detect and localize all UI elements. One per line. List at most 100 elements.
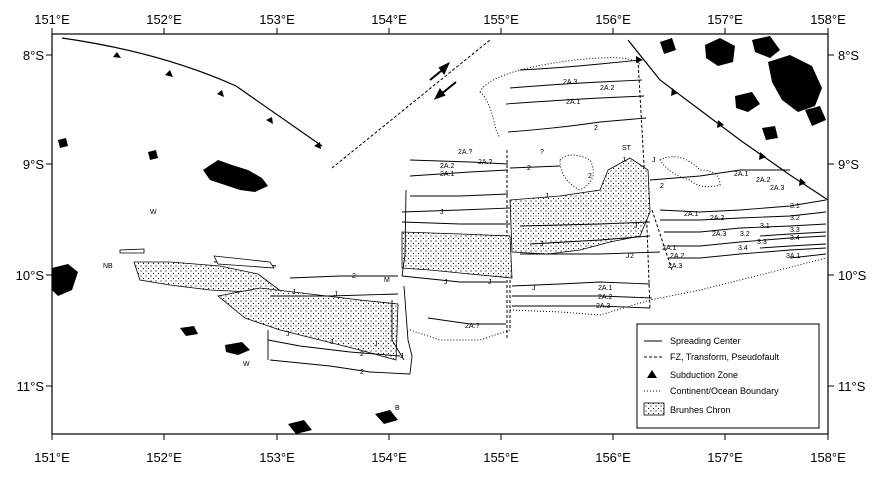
island-east-6	[660, 38, 676, 54]
y-tick-right-8: 8°S	[838, 48, 859, 63]
mag-east-4: 2A.1	[684, 211, 699, 218]
mag-east-7: 2A.1	[662, 245, 677, 252]
legend-label-subduction: Subduction Zone	[670, 370, 738, 380]
land-masses	[52, 36, 826, 434]
mag-far-east-9: 3A.1	[786, 253, 801, 260]
mag-far-east-7: 3.3	[757, 239, 767, 246]
y-tick-right-10: 10°S	[838, 268, 867, 283]
x-axis-bottom: 151°E 152°E 153°E 154°E 155°E 156°E 157°…	[34, 450, 846, 465]
mag-upper-q: ?	[540, 149, 544, 156]
island-sw-3	[180, 326, 198, 336]
brunhes-central-east	[509, 157, 651, 255]
island-sw-1	[52, 264, 78, 296]
y-tick-left-11: 11°S	[17, 379, 45, 394]
mag-mid-6: J	[545, 193, 549, 200]
place-label-w2: W	[243, 361, 250, 368]
subduction-zone-nw	[61, 37, 323, 149]
x-tick-top-157: 157°E	[707, 12, 743, 27]
mag-south-4: 2	[630, 253, 634, 260]
tick-marks	[46, 28, 834, 440]
mag-mid-2: 2A.2	[440, 163, 455, 170]
x-tick-bottom-151: 151°E	[34, 450, 70, 465]
transform-arrows	[429, 61, 457, 100]
island-east-3	[735, 92, 760, 112]
y-tick-left-9: 9°S	[23, 157, 44, 172]
mag-east-11: J	[634, 223, 638, 230]
x-axis-top: 151°E 152°E 153°E 154°E 155°E 156°E 157°…	[34, 12, 846, 27]
island-sw-2	[225, 342, 250, 355]
mag-west-9: J	[374, 341, 378, 348]
brunhes-central	[401, 231, 513, 279]
brunhes-regions	[133, 157, 651, 361]
y-axis-right: 8°S 9°S 10°S 11°S	[838, 48, 867, 394]
mag-west-5: J	[330, 339, 334, 346]
mag-far-east-5: 3.1	[760, 223, 770, 230]
mag-mid-7: J	[622, 157, 626, 164]
x-tick-bottom-157: 157°E	[707, 450, 743, 465]
island-east-4	[762, 126, 778, 140]
place-label-w1: W	[236, 175, 243, 182]
x-tick-top-158: 158°E	[810, 12, 846, 27]
mag-mid-5: 2	[527, 165, 531, 172]
mag-east-2: 2A.2	[756, 177, 771, 184]
island-east-1	[705, 38, 735, 66]
place-labels: W NB W ST M W B	[103, 145, 632, 412]
mag-west-8: J	[400, 353, 404, 360]
place-label-nb: NB	[103, 263, 113, 270]
legend-label-fz: FZ, Transform, Pseudofault	[670, 352, 780, 362]
continent-ocean-boundary	[409, 57, 827, 341]
stipple-swatch	[643, 402, 665, 416]
map-frame	[51, 33, 829, 435]
mag-far-east-6: 3.2	[740, 231, 750, 238]
mag-west-2: J	[292, 289, 296, 296]
mag-upper-2: 2	[594, 125, 598, 132]
island-woodlark	[203, 160, 268, 192]
coast-east-upper	[752, 36, 780, 58]
mag-far-east-2: 3.2	[790, 215, 800, 222]
mag-east-6: 2A.3	[712, 231, 727, 238]
mag-east-1: 2A.1	[734, 171, 749, 178]
mag-south-3: 2A.3	[596, 303, 611, 310]
legend: Spreading Center FZ, Transform, Pseudofa…	[636, 323, 820, 429]
mag-mid-10: J	[440, 209, 444, 216]
island-small-1	[148, 150, 158, 160]
x-tick-bottom-154: 154°E	[371, 450, 407, 465]
y-tick-left-8: 8°S	[23, 48, 44, 63]
mag-west-12: J	[532, 285, 536, 292]
x-tick-bottom-158: 158°E	[810, 450, 846, 465]
place-label-m: M	[384, 277, 390, 284]
mag-west-1: 2	[352, 273, 356, 280]
triangle-icon	[647, 370, 657, 378]
island-small-2	[58, 138, 68, 148]
x-tick-top-153: 153°E	[259, 12, 295, 27]
mag-far-east-3: 3.3	[790, 227, 800, 234]
mag-mid-1: 2A.?	[458, 149, 473, 156]
mag-mid-9: 2	[588, 173, 592, 180]
x-tick-bottom-155: 155°E	[483, 450, 519, 465]
island-sw-5	[375, 410, 398, 424]
x-tick-top-156: 156°E	[595, 12, 631, 27]
mag-far-east-1: 3.1	[790, 203, 800, 210]
mag-east-8: 2A.2	[670, 253, 685, 260]
mag-mid-11: J	[444, 279, 448, 286]
y-tick-left-10: 10°S	[16, 268, 45, 283]
x-tick-top-151: 151°E	[34, 12, 70, 27]
x-tick-top-152: 152°E	[146, 12, 182, 27]
x-tick-bottom-156: 156°E	[595, 450, 631, 465]
mag-west-10: 2A.?	[465, 323, 480, 330]
island-east-5	[805, 106, 826, 126]
mag-south-1: 2A.1	[598, 285, 613, 292]
mag-west-3: J	[334, 291, 338, 298]
mag-upper-2a1: 2A.1	[566, 99, 581, 106]
mag-east-9: 2A.3	[668, 263, 683, 270]
y-tick-right-11: 11°S	[838, 379, 866, 394]
mag-mid-12: J	[488, 279, 492, 286]
mag-west-4: J	[286, 331, 290, 338]
mag-mid-8: J	[652, 157, 656, 164]
mag-upper-2a2: 2A.2	[600, 85, 615, 92]
legend-label-cob: Continent/Ocean Boundary	[670, 386, 779, 396]
mag-south-2: 2A.2	[598, 294, 613, 301]
mag-east-3: 2A.3	[770, 185, 785, 192]
isochrons	[213, 59, 827, 375]
